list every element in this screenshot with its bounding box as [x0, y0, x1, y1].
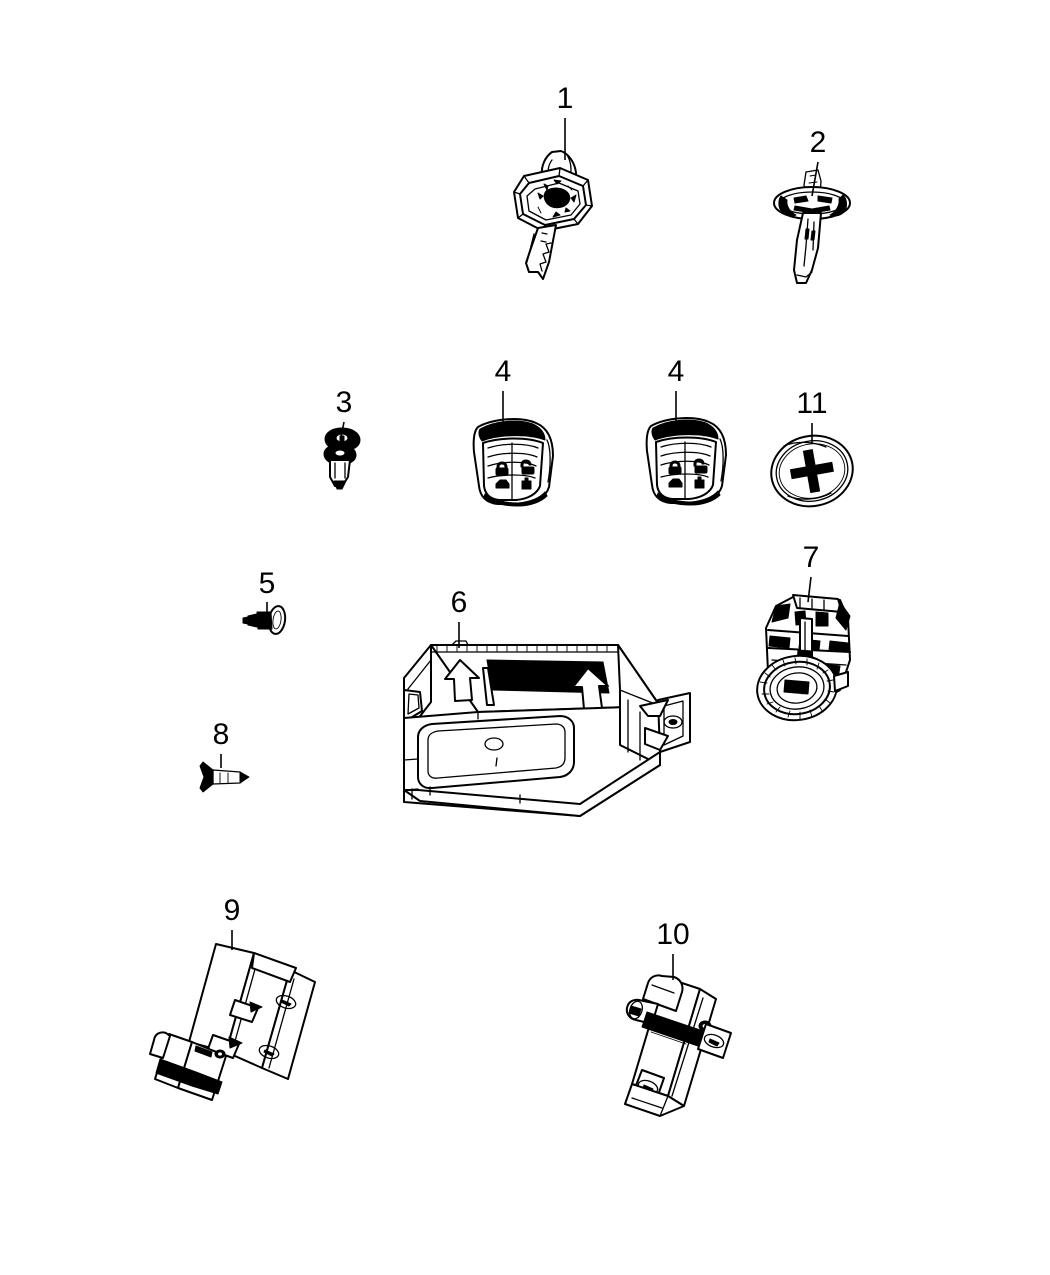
callout-label-8: 8 [213, 718, 230, 751]
callout-label-4-left: 4 [495, 355, 512, 388]
callout-label-9: 9 [224, 894, 241, 927]
callout-label-6: 6 [451, 586, 468, 619]
part-11-coin-cell-battery[interactable] [765, 428, 860, 514]
callout-label-7: 7 [803, 541, 820, 574]
part-4-remote-key-fob-right[interactable] [645, 417, 727, 506]
part-4-remote-key-fob-left[interactable] [472, 418, 554, 507]
callout-label-4-right: 4 [668, 355, 685, 388]
callout-label-10: 10 [656, 918, 689, 951]
leader-line-3 [340, 421, 345, 438]
part-7-ignition-lock-cylinder[interactable] [753, 594, 851, 725]
part-8-mounting-screw-lower[interactable] [199, 761, 250, 793]
part-6-immobilizer-control-module[interactable] [403, 640, 691, 817]
callout-label-2: 2 [810, 126, 827, 159]
part-9-antenna-module-large[interactable] [149, 943, 316, 1101]
part-3-push-pin-retainer[interactable] [323, 427, 361, 490]
callout-group: 1 2 3 4 4 11 5 6 7 8 [213, 82, 828, 980]
part-5-mounting-screw-upper[interactable] [242, 605, 287, 635]
callout-label-1: 1 [557, 82, 574, 115]
part-10-antenna-module-small[interactable] [624, 974, 732, 1117]
callout-label-5: 5 [259, 567, 276, 600]
part-2-emergency-blade-key[interactable] [773, 169, 851, 284]
callout-label-3: 3 [336, 386, 353, 419]
leader-line-2 [811, 161, 819, 197]
leader-line-7 [807, 576, 812, 603]
part-1-key-with-transponder-head[interactable] [513, 150, 593, 280]
callout-label-11: 11 [796, 387, 827, 420]
